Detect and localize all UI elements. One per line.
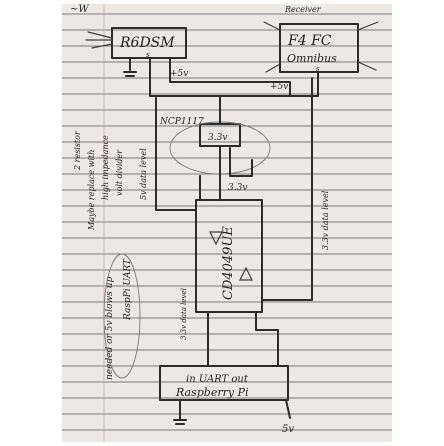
fc-power: +5v — [270, 82, 288, 92]
note-warning-1: needed or 5v blows up — [105, 277, 115, 380]
note-high-impedance: high impedance — [101, 135, 110, 200]
receiver-top-note: Receiver — [284, 5, 322, 14]
note-rx-level: 5v data level — [139, 148, 148, 200]
ruled-lines — [62, 13, 392, 431]
note-fc-level: 3.3v data level — [321, 190, 330, 250]
wiring — [123, 57, 319, 425]
notebook-page — [62, 4, 392, 442]
pi-power: 5v — [282, 424, 294, 435]
fc-label: F4 FC — [287, 33, 332, 49]
fc-sub: Omnibus — [287, 52, 337, 65]
level-shifter-block: CD4049UE — [195, 199, 263, 313]
note-volt-divider: volt divider — [115, 149, 124, 196]
note-warning-2: RaspPi UART — [123, 258, 133, 321]
note-resistor: 2 resistor — [73, 130, 82, 171]
header-scribble: ~W — [70, 4, 89, 15]
receiver-block: R6DSM s +5v — [85, 27, 188, 79]
flight-controller-block: F4 FC Omnibus s +5v — [263, 21, 379, 92]
receiver-label: R6DSM — [119, 35, 175, 51]
note-pi-level: 3.3v data level — [180, 288, 188, 340]
regulator-output: 3.3v — [208, 133, 227, 143]
level-shifter-label: CD4049UE — [221, 226, 236, 300]
regulator-part: NCP1117 — [159, 117, 204, 127]
raspberry-pi-block: in UART out Raspberry Pi 5v — [159, 365, 294, 435]
rail-3v3: 3.3v — [228, 183, 247, 193]
fc-sublabel: s — [316, 65, 320, 73]
receiver-sublabel: s — [146, 51, 150, 59]
note-maybe: Maybe replace with — [87, 150, 96, 231]
pi-line2: Raspberry Pi — [175, 386, 248, 399]
receiver-power: +5v — [170, 69, 188, 79]
pi-line1: in UART out — [186, 374, 249, 385]
